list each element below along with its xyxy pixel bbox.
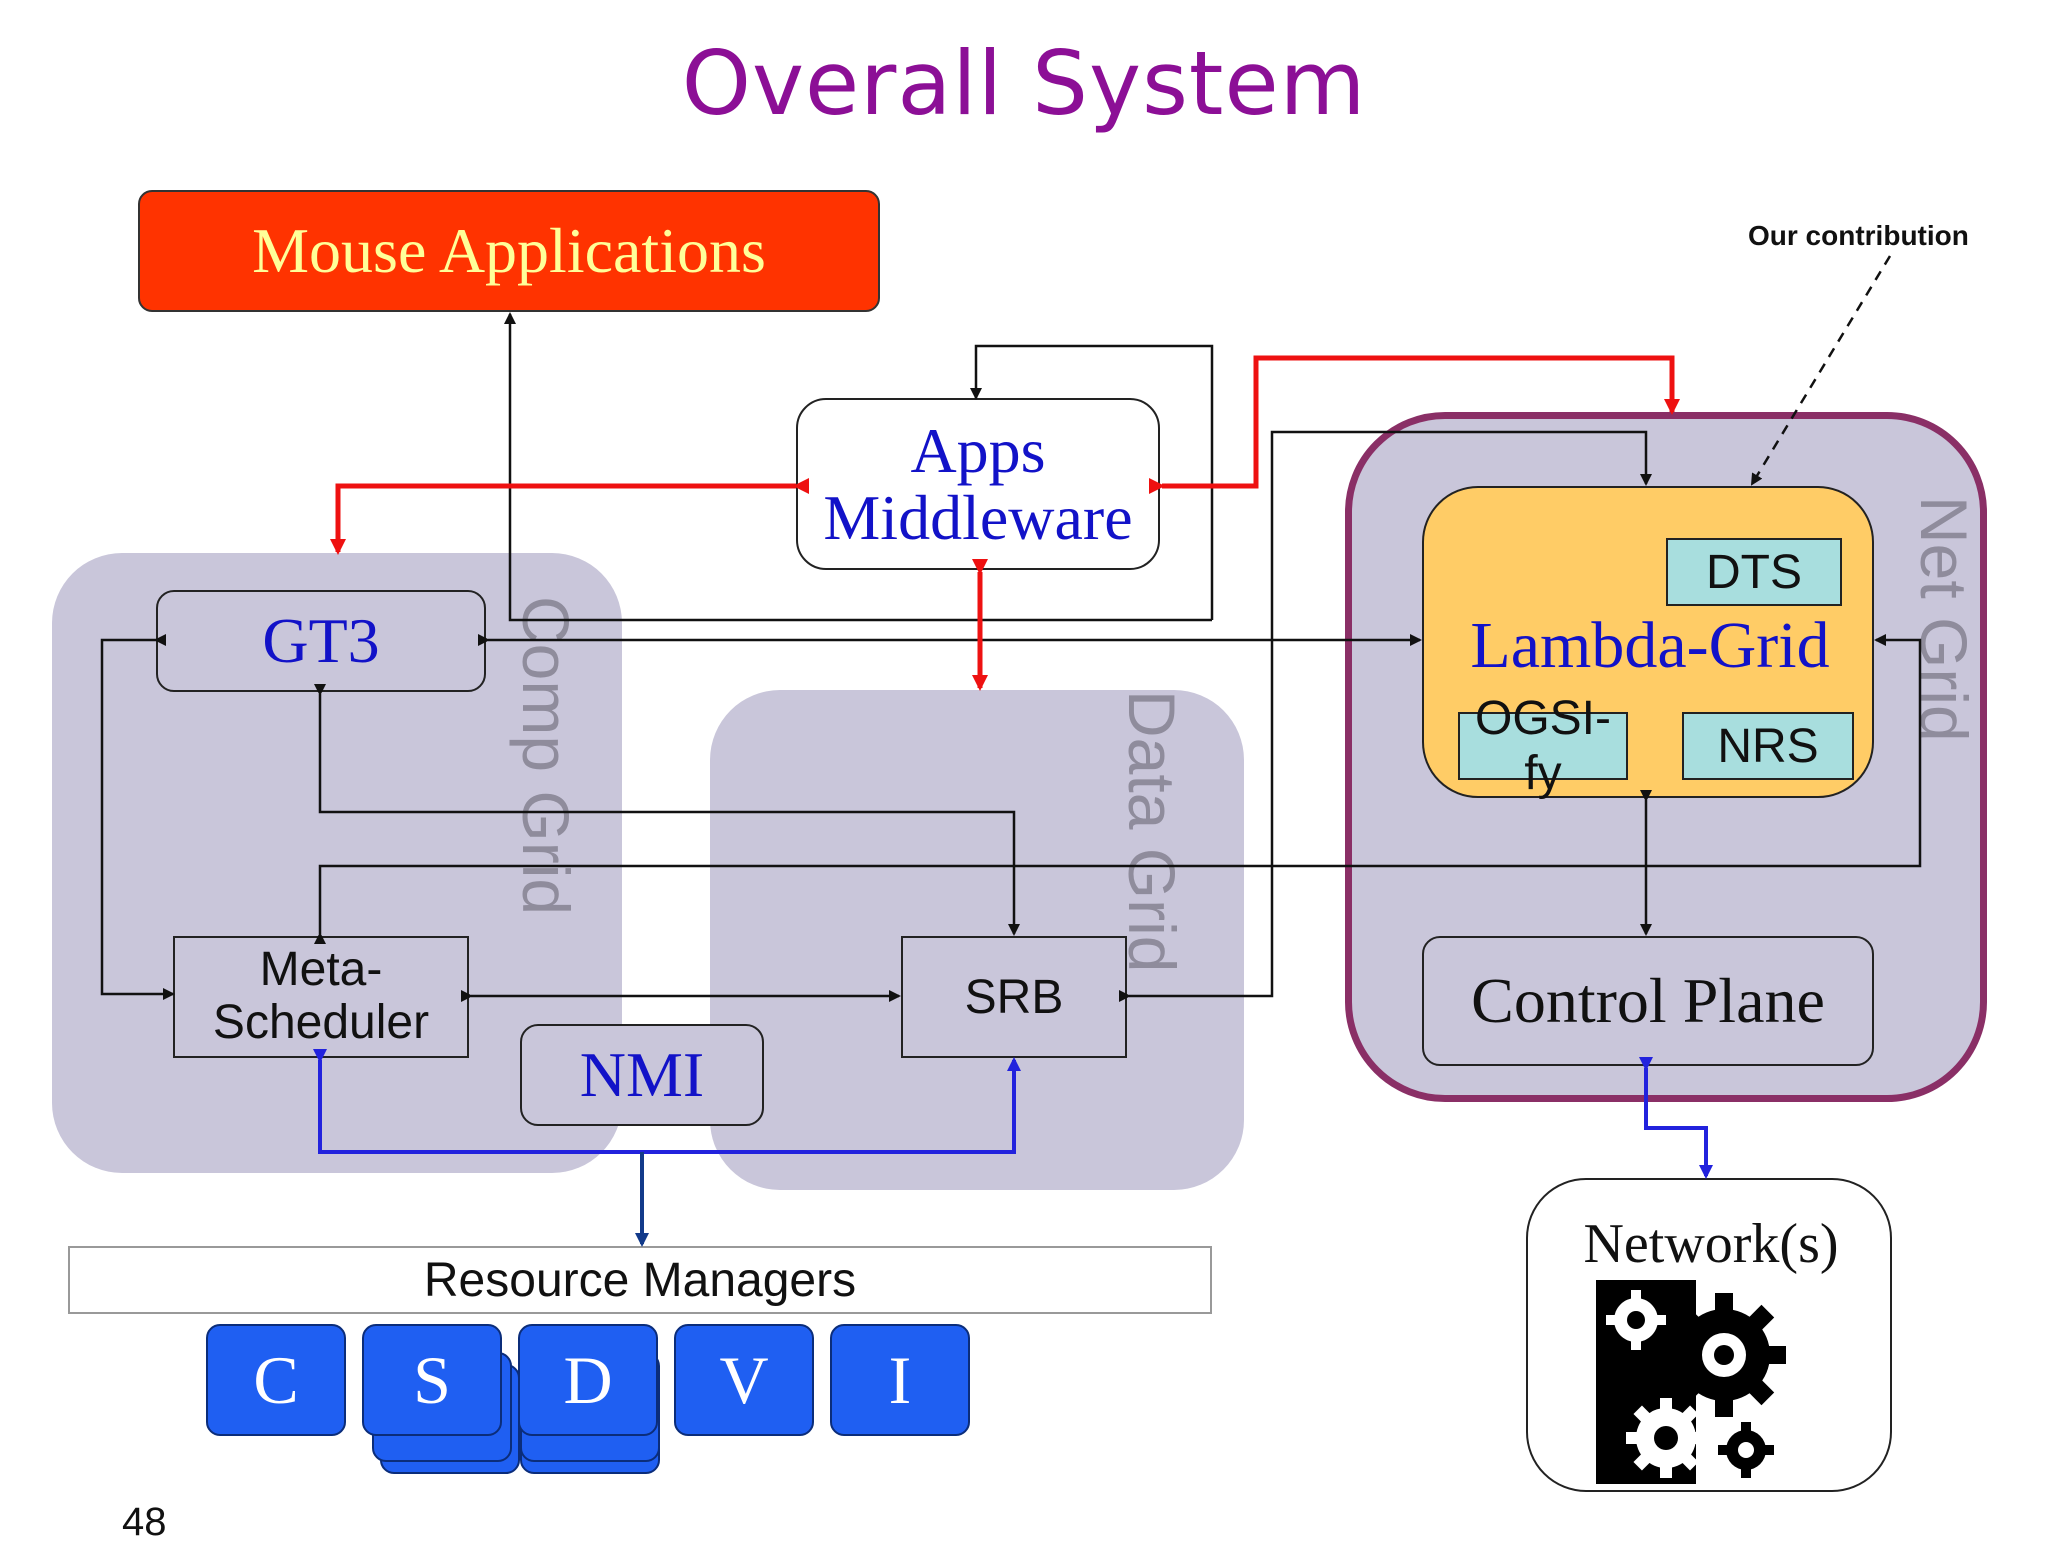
blue-link-meta-srb: [313, 1049, 1021, 1154]
our-contribution-annotation: Our contribution: [1748, 220, 1969, 251]
resource-s-box: S: [362, 1324, 502, 1436]
apps-middleware-box: Apps Middleware: [796, 398, 1160, 570]
dts-label: DTS: [1706, 545, 1802, 599]
apps-middleware-line2: Middleware: [823, 482, 1133, 553]
link-meta-lambda: [314, 634, 1922, 944]
link-to-mouse-apps: [504, 312, 1212, 622]
srb-box: SRB: [901, 936, 1127, 1058]
dts-box: DTS: [1666, 538, 1842, 606]
resource-managers-label: Resource Managers: [423, 1253, 857, 1307]
networks-box: Network(s): [1526, 1178, 1892, 1492]
link-loop-apps: [970, 344, 1214, 620]
resource-v-box: V: [674, 1324, 814, 1436]
mouse-applications-box: Mouse Applications: [138, 190, 880, 312]
mouse-applications-label: Mouse Applications: [252, 215, 766, 286]
apps-middleware-line1: Apps: [910, 414, 1046, 486]
resource-c-box: C: [206, 1324, 346, 1436]
red-link-gt3-apps: [330, 478, 809, 555]
resource-managers-bar: Resource Managers: [68, 1246, 1212, 1314]
resource-d-box: D: [518, 1324, 658, 1436]
nmi-box: NMI: [520, 1024, 764, 1126]
link-srb-lambda: [1119, 430, 1652, 1002]
page-title: Overall System: [681, 32, 1367, 135]
resource-i-box: I: [830, 1324, 970, 1436]
annotation-arrow: [1750, 255, 1892, 486]
meta-scheduler-line1: Meta-: [259, 943, 383, 997]
link-gt3-srb: [314, 684, 1020, 936]
gears-icon: [1596, 1280, 1796, 1484]
link-gt3-meta-left: [100, 634, 175, 1000]
red-link-apps-lambda: [1149, 355, 1680, 494]
networks-label: Network(s): [1583, 1213, 1839, 1275]
meta-scheduler-line2: Scheduler: [212, 996, 430, 1049]
srb-label: SRB: [964, 970, 1064, 1024]
blue-link-control-networks: [1639, 1057, 1713, 1179]
